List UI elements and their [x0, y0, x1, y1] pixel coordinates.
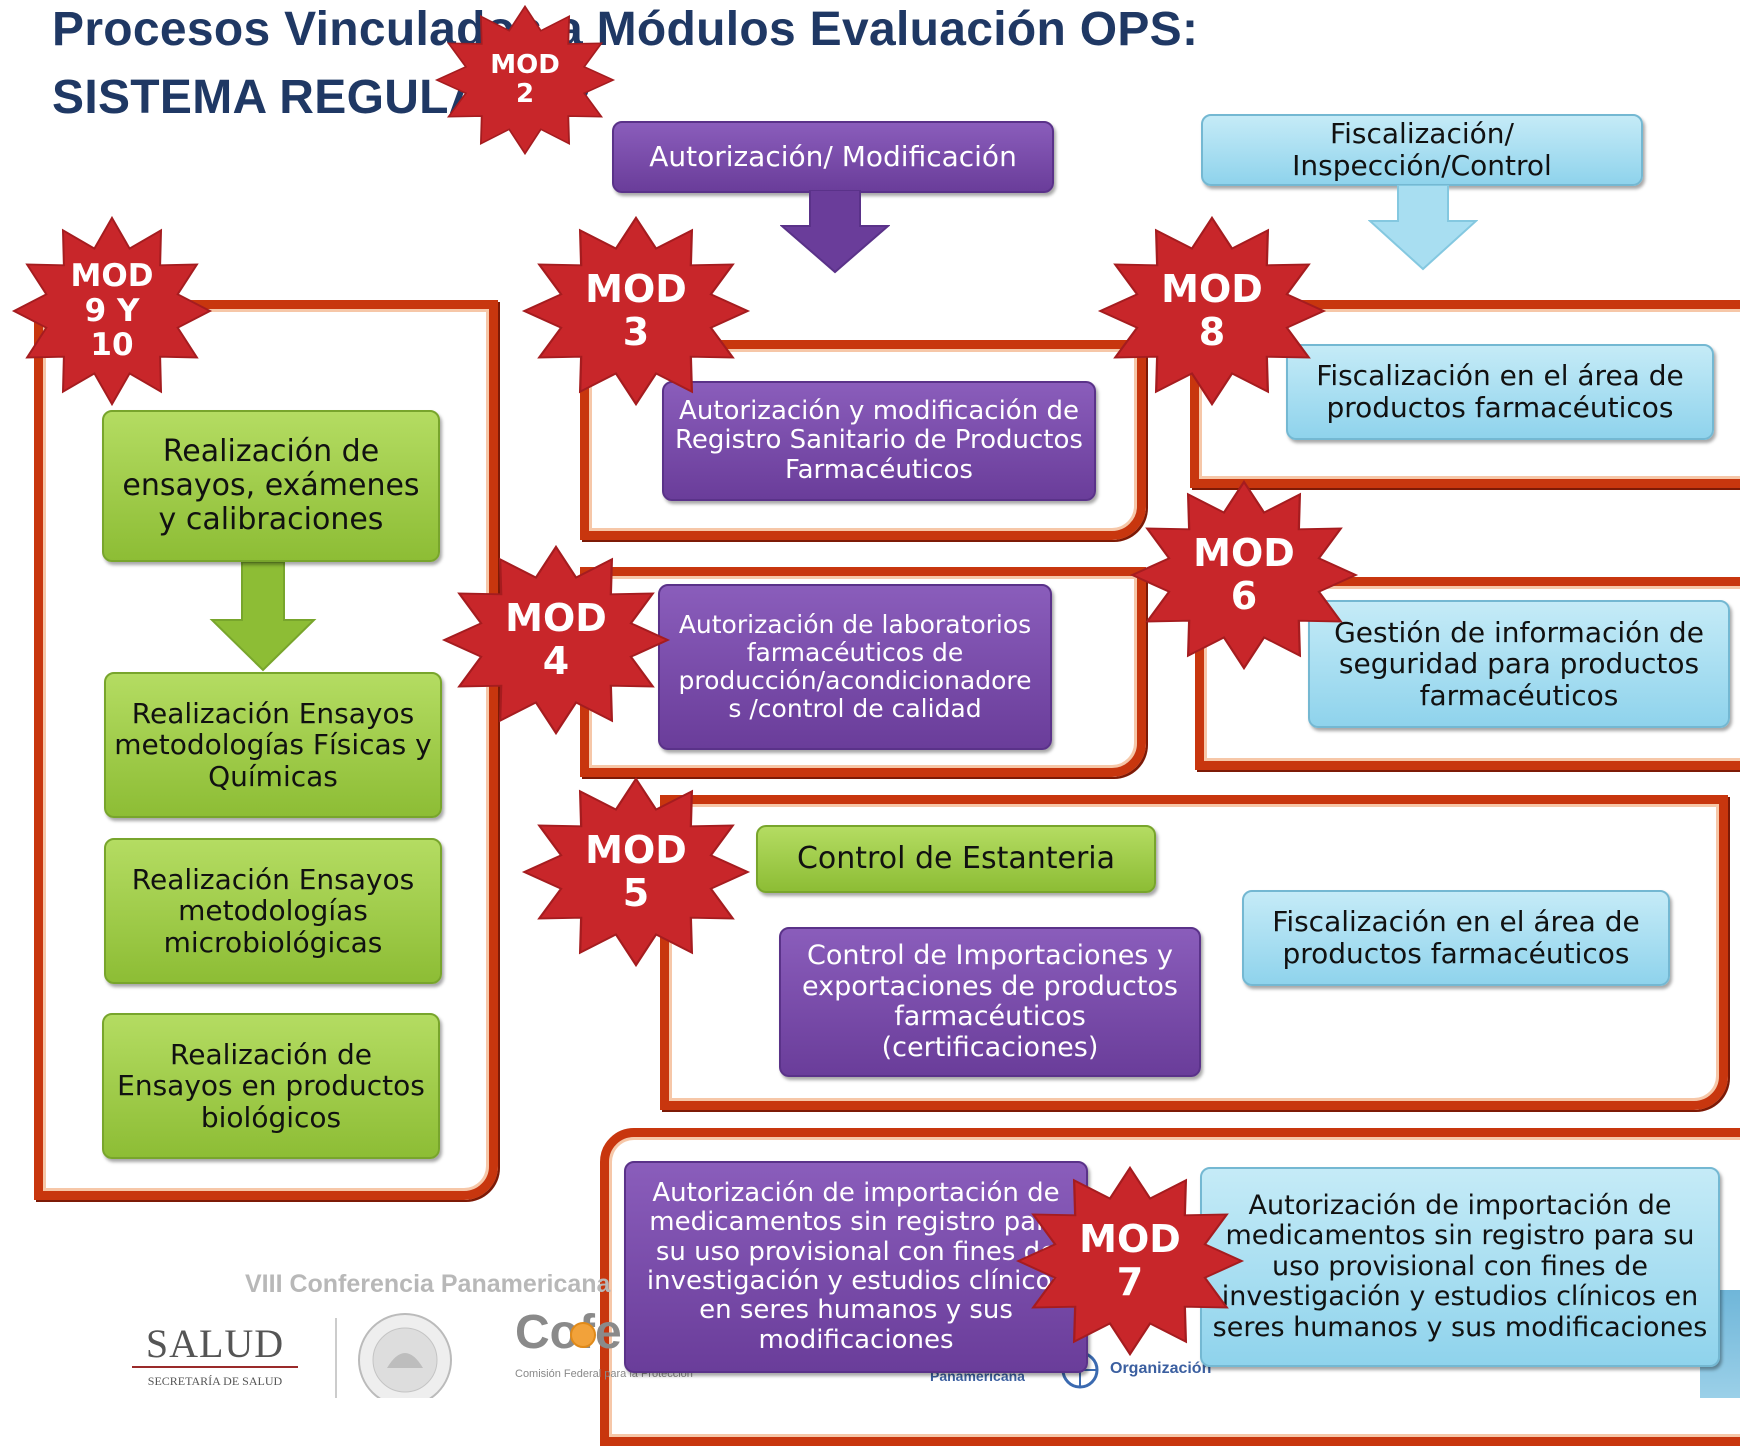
footer-salud-logo: SALUD SECRETARÍA DE SALUD [120, 1322, 310, 1398]
box-import-sin-registro-2-label: Autorización de importación de medicamen… [1212, 1189, 1708, 1343]
box-ensayos-biologicos: Realización de Ensayos en productos biol… [102, 1013, 440, 1159]
frame-mod-9-10 [34, 300, 498, 1200]
star-mod-5-line2: 5 [622, 871, 650, 915]
arrow-down-purple [780, 190, 890, 274]
footer-salud: SALUD [145, 1321, 285, 1366]
star-mod-4-label: MOD 4 [442, 545, 670, 735]
box-control-estanteria: Control de Estanteria [756, 825, 1156, 893]
star-mod-4-line1: MOD [505, 596, 607, 641]
star-mod-8-line2: 8 [1198, 310, 1226, 354]
box-ensayos-examenes: Realización de ensayos, exámenes y calib… [102, 410, 440, 562]
footer-secretaria: SECRETARÍA DE SALUD [147, 1374, 283, 1388]
star-mod-4-shape [441, 544, 671, 736]
star-mod-3-label: MOD 3 [522, 216, 750, 406]
header-autorizacion: Autorización/ Modificación [612, 121, 1054, 193]
star-mod-4: MOD 4 [441, 544, 671, 736]
star-mod-9-10-line1: MOD [70, 257, 154, 294]
box-fiscalizacion-farma-2-label: Fiscalización en el área de productos fa… [1272, 905, 1640, 970]
star-mod-6-shape [1129, 479, 1359, 671]
footer-organizacion: Organización [1110, 1360, 1212, 1377]
star-mod-8-shape [1097, 215, 1327, 407]
box-seguridad-label: Gestión de información de seguridad para… [1334, 615, 1704, 712]
star-mod-5-label: MOD 5 [522, 777, 750, 967]
box-import-sin-registro-1: Autorización de importación de medicamen… [624, 1161, 1088, 1373]
header-fiscalizacion-line2: Inspección/Control [1292, 149, 1552, 182]
frame-mod-6 [1195, 577, 1740, 770]
star-mod-7: MOD 7 [1015, 1165, 1245, 1357]
footer-divider [335, 1318, 337, 1398]
star-mod-7-line1: MOD [1079, 1217, 1181, 1262]
star-mod-5-shape [521, 776, 751, 968]
star-mod-3: MOD 3 [521, 215, 751, 407]
star-mod-2-line1: MOD [490, 49, 560, 80]
arrow-down-green [209, 562, 317, 672]
star-mod-9-10: MOD 9 Y 10 [11, 215, 213, 407]
star-mod-7-shape [1015, 1165, 1245, 1357]
star-mod-5: MOD 5 [521, 776, 751, 968]
star-mod-6-label: MOD 6 [1130, 480, 1358, 670]
page-title-line1: Procesos Vinculados a Módulos Evaluación… [52, 3, 1199, 56]
frame-mod-5 [660, 795, 1728, 1110]
star-mod-3-line1: MOD [585, 267, 687, 312]
footer-cofe-circle-icon [570, 1322, 596, 1348]
box-ensayos-examenes-label: Realización de ensayos, exámenes y calib… [122, 434, 420, 537]
star-mod-9-10-label: MOD 9 Y 10 [12, 216, 212, 406]
star-mod-2-shape [434, 4, 616, 156]
box-registro-sanitario: Autorización y modificación de Registro … [662, 381, 1096, 501]
footer-seal-icon [358, 1313, 452, 1398]
star-mod-9-10-shape [11, 215, 213, 407]
box-ensayos-fisicas: Realización Ensayos metodologías Físicas… [104, 672, 442, 818]
star-mod-9-10-line2: 9 Y [84, 292, 140, 329]
star-mod-8-label: MOD 8 [1098, 216, 1326, 406]
star-mod-8: MOD 8 [1097, 215, 1327, 407]
footer-cofe-logo: Cofe Comisión Federal para la Protección [515, 1306, 693, 1398]
header-fiscalizacion-line1: Fiscalización/ [1330, 117, 1514, 151]
box-registro-sanitario-label: Autorización y modificación de Registro … [675, 395, 1083, 485]
box-laboratorios: Autorización de laboratorios farmacéutic… [658, 584, 1052, 750]
box-import-sin-registro-1-label: Autorización de importación de medicamen… [646, 1177, 1066, 1355]
star-mod-7-line2: 7 [1116, 1260, 1144, 1304]
box-laboratorios-label: Autorización de laboratorios farmacéutic… [678, 609, 1032, 724]
star-mod-7-label: MOD 7 [1016, 1166, 1244, 1356]
star-mod-3-shape [521, 215, 751, 407]
star-mod-6: MOD 6 [1129, 479, 1359, 671]
star-mod-8-line1: MOD [1161, 267, 1263, 312]
star-mod-9-10-line3: 10 [90, 327, 134, 364]
header-fiscalizacion: Fiscalización/ Inspección/Control [1201, 114, 1643, 186]
box-fiscalizacion-farma-1-label: Fiscalización en el área de productos fa… [1316, 359, 1684, 424]
footer-cofe: Cofe [515, 1306, 622, 1359]
box-ensayos-fisicas-label: Realización Ensayos metodologías Físicas… [114, 696, 432, 793]
star-mod-2-label: MOD 2 [435, 5, 615, 155]
star-mod-6-line2: 6 [1230, 574, 1258, 618]
star-mod-6-line1: MOD [1193, 531, 1295, 576]
star-mod-2-line2: 2 [515, 79, 535, 109]
box-importaciones-label: Control de Importaciones y exportaciones… [801, 940, 1178, 1063]
box-seguridad: Gestión de información de seguridad para… [1308, 600, 1730, 728]
box-importaciones: Control de Importaciones y exportaciones… [779, 927, 1201, 1077]
box-ensayos-micro-label: Realización Ensayos metodologías microbi… [131, 862, 415, 959]
star-mod-2: MOD 2 [434, 4, 616, 156]
box-fiscalizacion-farma-1: Fiscalización en el área de productos fa… [1286, 344, 1714, 440]
star-mod-3-line2: 3 [622, 310, 650, 354]
star-mod-4-line2: 4 [542, 639, 570, 683]
frame-mod-3 [580, 340, 1146, 540]
footer-conference: VIII Conferencia Panamericana [245, 1270, 611, 1298]
box-ensayos-biologicos-label: Realización de Ensayos en productos biol… [117, 1037, 425, 1134]
footer-salud-line [132, 1366, 298, 1368]
box-fiscalizacion-farma-2: Fiscalización en el área de productos fa… [1242, 890, 1670, 986]
box-control-estanteria-label: Control de Estanteria [796, 841, 1116, 877]
box-ensayos-micro: Realización Ensayos metodologías microbi… [104, 838, 442, 984]
box-import-sin-registro-2: Autorización de importación de medicamen… [1200, 1167, 1720, 1367]
arrow-down-blue [1368, 185, 1478, 271]
frame-mod-8 [1190, 300, 1740, 488]
star-mod-5-line1: MOD [585, 828, 687, 873]
header-autorizacion-label: Autorización/ Modificación [649, 140, 1017, 174]
